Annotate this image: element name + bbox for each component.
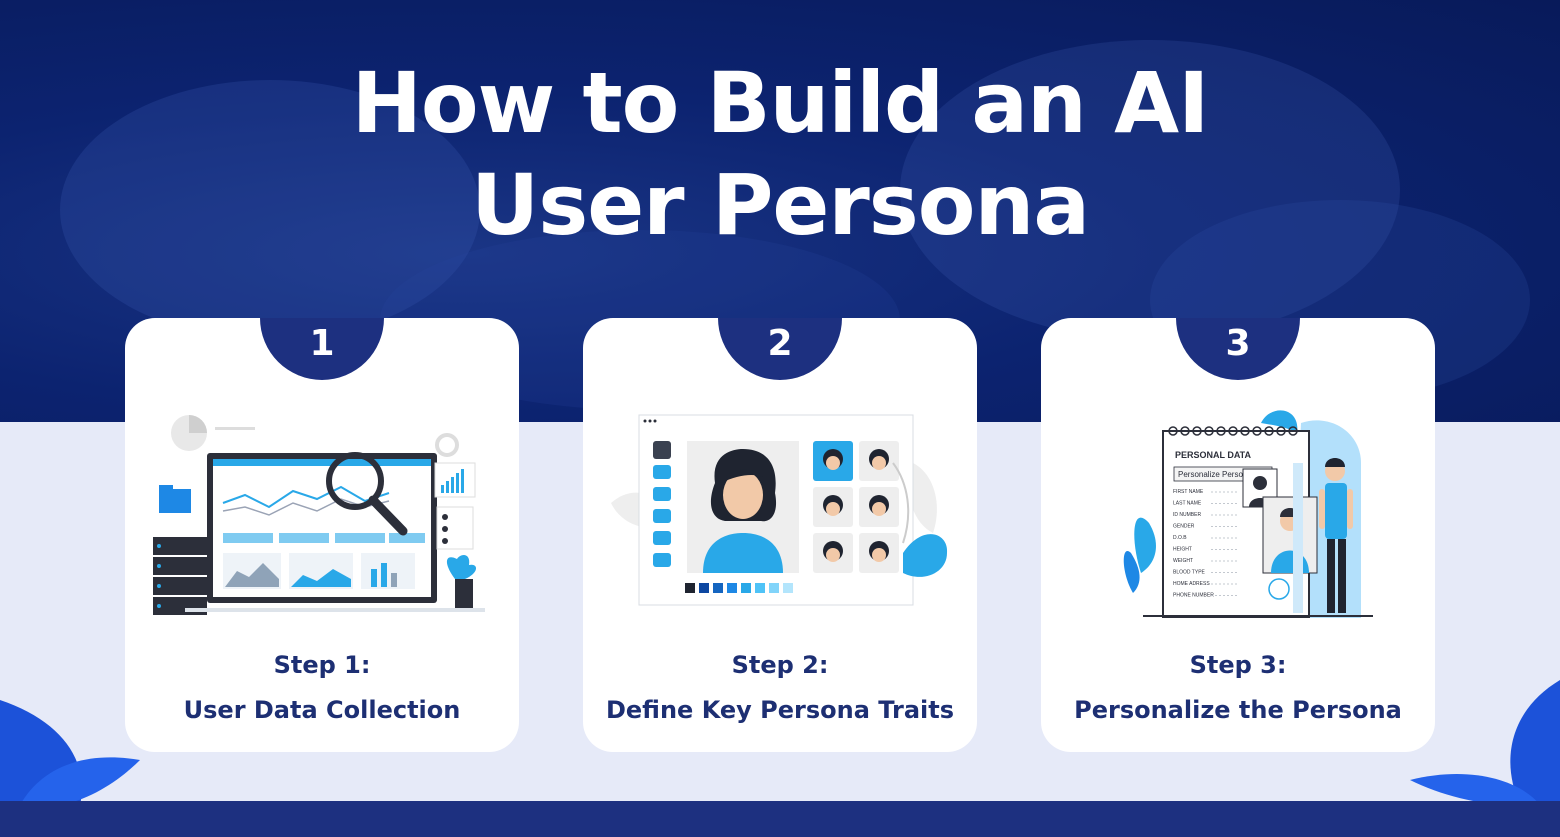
- step-card-3: 3 PERSONAL DATA Personalize Persona FIRS…: [1041, 318, 1435, 752]
- personalize-persona-button[interactable]: Personalize Persona: [1178, 470, 1252, 479]
- step-name: Define Key Persona Traits: [605, 696, 955, 724]
- form-header: PERSONAL DATA: [1175, 450, 1252, 460]
- form-field-label: FIRST NAME: [1173, 489, 1204, 495]
- personal-data-form-illustration: PERSONAL DATA Personalize Persona FIRST …: [1123, 410, 1373, 618]
- form-field-list: FIRST NAME LAST NAME ID NUMBER GENDER D.O.B H…: [1173, 489, 1239, 599]
- step-badge: 3: [1176, 318, 1300, 380]
- form-field-label: BLOOD TYPE: [1173, 570, 1206, 576]
- step-label: Step 3:: [1189, 651, 1287, 679]
- form-field-label: WEIGHT: [1173, 558, 1193, 564]
- right-leaf-decoration: [1410, 680, 1560, 805]
- step-name: User Data Collection: [183, 696, 461, 724]
- form-field-label: LAST NAME: [1173, 501, 1202, 507]
- form-field-label: D.O.B: [1173, 535, 1187, 541]
- form-field-label: GENDER: [1173, 524, 1195, 530]
- form-field-label: HEIGHT: [1173, 547, 1192, 553]
- step-badge: 1: [260, 318, 384, 380]
- title-line-2: User Persona: [471, 156, 1090, 254]
- step-label: Step 2:: [731, 651, 829, 679]
- form-field-label: PHONE NUMBER: [1173, 593, 1214, 599]
- dashboard-magnifier-illustration: [153, 415, 485, 615]
- form-field-label: ID NUMBER: [1173, 512, 1201, 518]
- step-card-1: 1 Step 1: User Data Collection: [125, 318, 519, 752]
- step-badge: 2: [718, 318, 842, 380]
- step-card-2: 2 Step 2: Define Key Persona Traits: [583, 318, 977, 752]
- left-leaf-decoration: [0, 700, 140, 805]
- avatar-builder-illustration: [611, 414, 948, 606]
- step-name: Personalize the Persona: [1074, 696, 1402, 724]
- page-title: How to Build an AI User Persona: [0, 52, 1560, 256]
- title-line-1: How to Build an AI: [351, 54, 1210, 152]
- step-label: Step 1:: [273, 651, 371, 679]
- form-field-label: HOME ADRESS: [1173, 581, 1210, 587]
- footer-bar: [0, 801, 1560, 837]
